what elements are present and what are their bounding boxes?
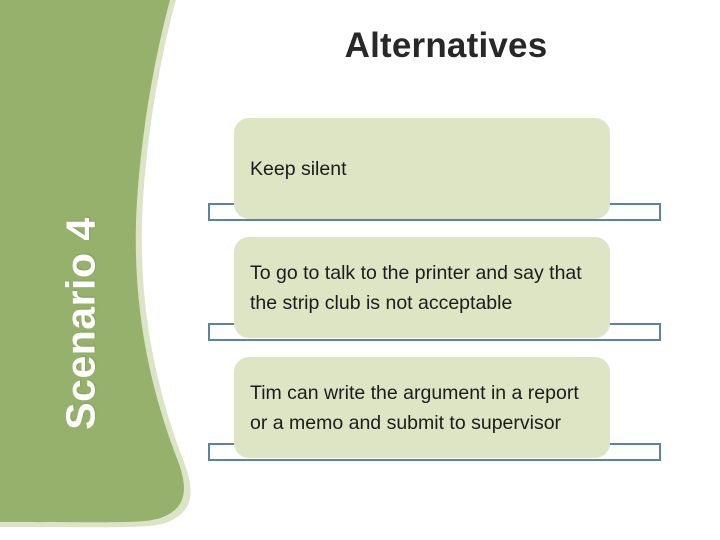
alternative-box[interactable]: Tim can write the argument in a report o…: [234, 357, 610, 458]
scenario-label: Scenario 4: [57, 217, 104, 430]
alternative-text: To go to talk to the printer and say tha…: [250, 261, 582, 314]
page-title: Alternatives: [344, 26, 548, 65]
side-band-svg: [0, 0, 191, 528]
side-band-shape: Scenario 4: [0, 0, 210, 540]
alternative-text: Keep silent: [250, 157, 347, 180]
side-band-fill: [0, 0, 184, 523]
alternative-box[interactable]: To go to talk to the printer and say tha…: [234, 237, 610, 338]
alternative-text: Tim can write the argument in a report o…: [250, 381, 579, 434]
alternative-box[interactable]: Keep silent: [234, 118, 610, 219]
